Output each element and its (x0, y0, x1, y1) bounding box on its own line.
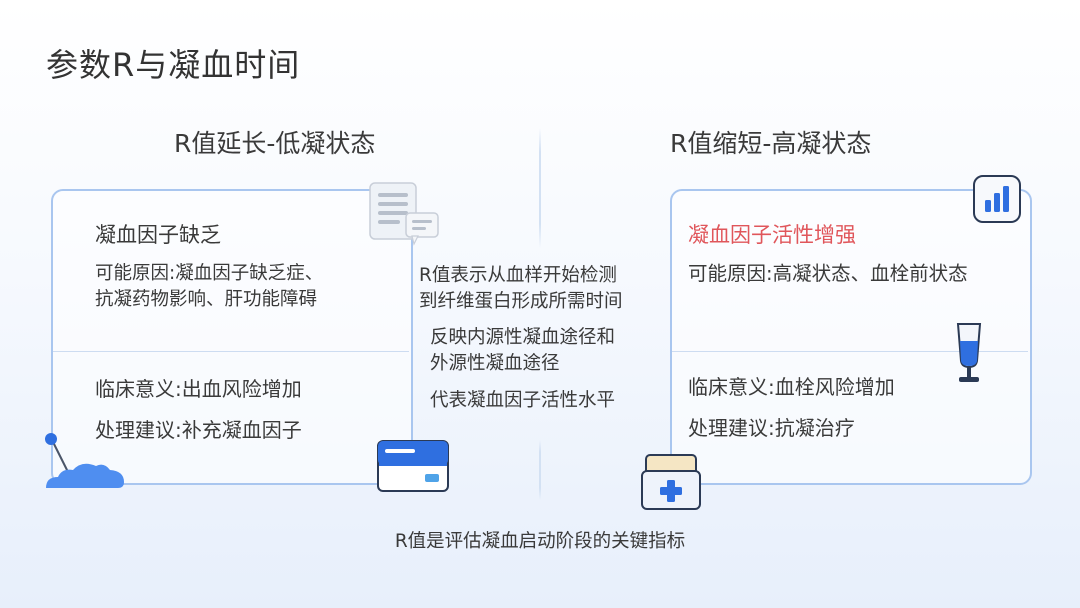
left-heading: R值延长-低凝状态 (174, 129, 376, 158)
left-treatment: 处理建议:补充凝血因子 (95, 418, 302, 442)
right-top-heading: 凝血因子活性增强 (688, 223, 856, 247)
right-heading: R值缩短-高凝状态 (670, 129, 872, 158)
center-text-1: R值表示从血样开始检测 (419, 265, 617, 286)
left-top-heading: 凝血因子缺乏 (95, 223, 221, 247)
medical-kit-icon (640, 453, 702, 511)
page-title: 参数R与凝血时间 (46, 46, 301, 84)
test-tube-icon (953, 321, 985, 385)
card-window-icon (377, 440, 449, 492)
center-text-3: 反映内源性凝血途径和 (430, 327, 616, 348)
left-clinical: 临床意义:出血风险增加 (95, 377, 302, 401)
center-text-2: 到纤维蛋白形成所需时间 (419, 291, 623, 312)
left-cause-line1: 可能原因:凝血因子缺乏症、 (95, 263, 324, 284)
center-divider-bottom (539, 440, 541, 500)
cloud-pin-icon (40, 430, 130, 492)
center-text-5: 代表凝血因子活性水平 (430, 390, 616, 411)
left-card-divider (53, 351, 409, 352)
right-clinical: 临床意义:血栓风险增加 (688, 375, 895, 399)
right-treatment: 处理建议:抗凝治疗 (688, 416, 855, 440)
right-cause: 可能原因:高凝状态、血栓前状态 (688, 262, 968, 285)
center-text-4: 外源性凝血途径 (430, 353, 560, 374)
center-divider-top (539, 128, 541, 248)
bar-chart-icon (973, 175, 1021, 223)
right-card-divider (672, 351, 1028, 352)
left-card (51, 189, 413, 485)
footer-note: R值是评估凝血启动阶段的关键指标 (394, 531, 686, 552)
left-cause-line2: 抗凝药物影响、肝功能障碍 (95, 289, 318, 310)
document-chat-icon (368, 181, 440, 249)
